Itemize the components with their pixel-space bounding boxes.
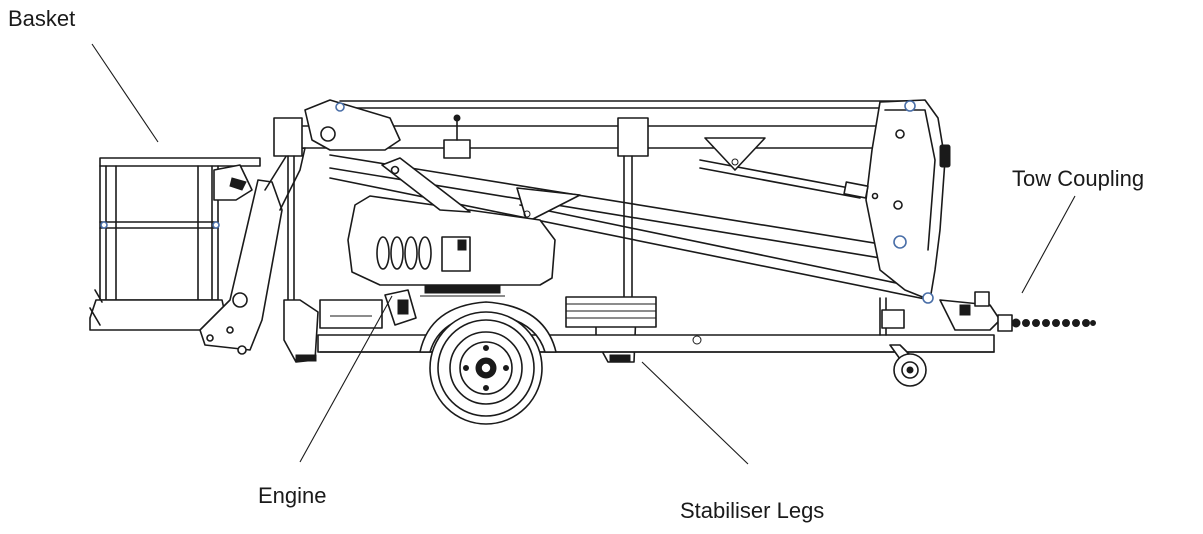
jockey-wheel [889, 344, 927, 387]
stabiliser-legs [273, 117, 657, 363]
leader-tow-coupling [1021, 195, 1076, 294]
basket-assembly [89, 147, 306, 355]
basket-label: Basket [8, 6, 76, 31]
step-pad-rear [565, 296, 657, 328]
leader-stabiliser-legs [641, 361, 749, 465]
engine-label: Engine [258, 483, 327, 508]
leader-engine [299, 295, 393, 463]
stabiliser-legs-label: Stabiliser Legs [680, 498, 825, 523]
road-wheel [419, 301, 557, 425]
tow-coupling [939, 291, 1096, 332]
engine-unit [347, 157, 556, 326]
tow-coupling-label: Tow Coupling [1012, 166, 1145, 191]
leader-basket [91, 43, 159, 143]
